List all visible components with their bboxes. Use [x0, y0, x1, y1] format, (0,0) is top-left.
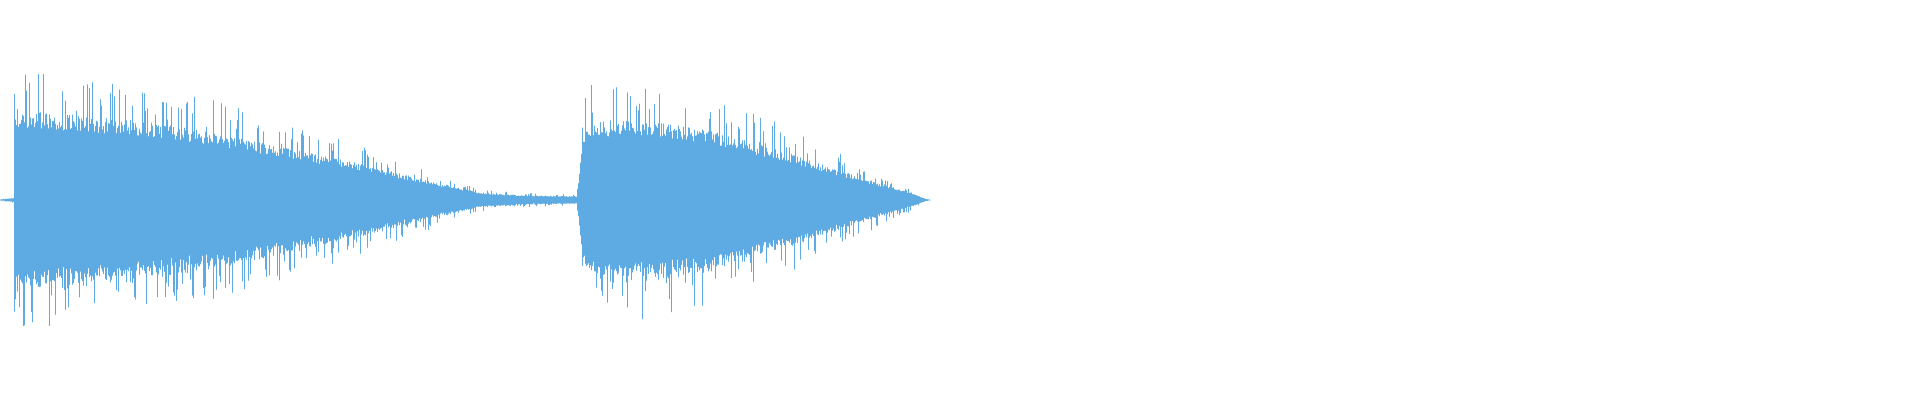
waveform-path: [0, 74, 931, 326]
waveform-peaks: [0, 74, 931, 326]
